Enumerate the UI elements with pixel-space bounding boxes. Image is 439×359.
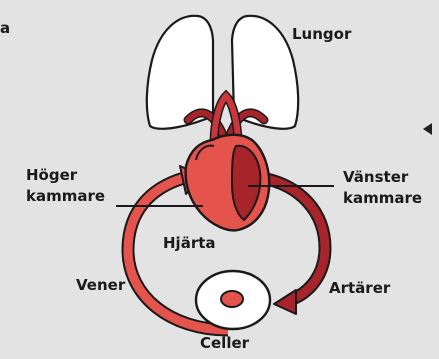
heart bbox=[186, 135, 270, 231]
label-left-ventricle-line1: Vänster bbox=[343, 168, 408, 186]
arteries-arrow bbox=[262, 178, 325, 314]
label-right-ventricle-line2: kammare bbox=[26, 187, 105, 205]
cropped-edge-text: a bbox=[0, 19, 10, 37]
label-veins: Vener bbox=[76, 276, 125, 294]
label-arteries: Artärer bbox=[329, 279, 390, 297]
label-right-ventricle-line1: Höger bbox=[26, 166, 77, 184]
label-heart: Hjärta bbox=[163, 234, 216, 252]
label-left-ventricle-line2: kammare bbox=[343, 189, 422, 207]
label-cells: Celler bbox=[200, 334, 249, 352]
cells bbox=[196, 271, 270, 329]
label-lungs: Lungor bbox=[292, 25, 351, 43]
triangle-left-icon[interactable] bbox=[423, 123, 432, 135]
cell-nucleus bbox=[221, 291, 243, 307]
